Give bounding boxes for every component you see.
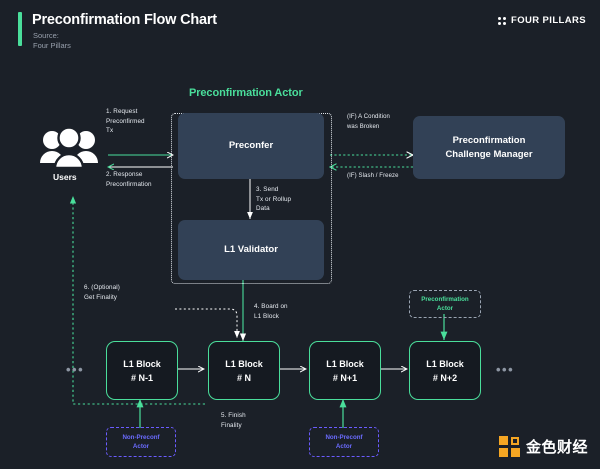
tag-line2: Actor <box>436 305 454 312</box>
block-title: L1 Block <box>225 358 263 369</box>
ellipsis-right: ••• <box>496 362 515 377</box>
source-name: Four Pillars <box>33 40 71 50</box>
block-number: # N <box>236 372 251 383</box>
tag-line2: Actor <box>335 443 353 450</box>
people-group-icon <box>40 126 98 170</box>
node-preconfer[interactable]: Preconfer <box>178 113 324 179</box>
four-dots-icon <box>498 16 506 25</box>
block-number: # N-1 <box>130 372 153 383</box>
edge-label-if-slash: (IF) Slash / Freeze <box>347 173 399 179</box>
source-label: Source: <box>33 31 59 40</box>
brand-name: FOUR PILLARS <box>511 15 586 26</box>
tag-non-preconf-actor-2[interactable]: Non-Preconf Actor <box>309 427 379 457</box>
block-n-minus-1[interactable]: L1 Block # N-1 <box>106 341 178 400</box>
block-n-plus-1[interactable]: L1 Block # N+1 <box>309 341 381 400</box>
node-l1-validator[interactable]: L1 Validator <box>178 220 324 280</box>
tag-line1: Non-Preconf <box>122 434 160 441</box>
title-accent-bar <box>18 12 22 46</box>
tag-preconfirmation-actor[interactable]: Preconfirmation Actor <box>409 290 481 318</box>
tag-line1: Non-Preconf <box>325 434 363 441</box>
node-preconfer-label: Preconfer <box>228 140 274 151</box>
watermark-text: 金色财经 <box>525 438 588 456</box>
edge-label-step6: 6. (Optional) Get Finality <box>84 284 120 301</box>
block-title: L1 Block <box>326 358 364 369</box>
page-title: Preconfirmation Flow Chart <box>32 12 217 28</box>
tag-line1: Preconfirmation <box>421 296 469 303</box>
users-icon <box>38 126 100 177</box>
block-title: L1 Block <box>123 358 161 369</box>
edge-label-step4: 4. Board on L1 Block <box>254 303 288 320</box>
users-label: Users <box>53 172 77 182</box>
block-number: # N+1 <box>332 372 358 383</box>
node-challenge-manager[interactable]: Preconfirmation Challenge Manager <box>413 116 565 179</box>
block-n[interactable]: L1 Block # N <box>208 341 280 400</box>
brand-logo: FOUR PILLARS <box>498 15 586 26</box>
block-title: L1 Block <box>426 358 464 369</box>
challenge-manager-line1: Preconfirmation <box>452 134 526 146</box>
edge-label-step3: 3. Send Tx or Rollup Data <box>256 186 292 213</box>
edge-label-step2: 2. Response Preconfirmation <box>106 171 152 188</box>
block-n-plus-2[interactable]: L1 Block # N+2 <box>409 341 481 400</box>
block-number: # N+2 <box>432 372 458 383</box>
tag-non-preconf-actor-1[interactable]: Non-Preconf Actor <box>106 427 176 457</box>
jinse-logo-icon <box>498 436 520 457</box>
node-l1-validator-label: L1 Validator <box>224 244 278 255</box>
watermark: 金色财经 <box>498 436 588 457</box>
tag-line2: Actor <box>132 443 150 450</box>
challenge-manager-line2: Challenge Manager <box>445 148 533 160</box>
edge-label-step1: 1. Request Preconfirmed Tx <box>106 108 145 135</box>
source-block: Source: Four Pillars <box>33 31 71 50</box>
group-title: Preconfirmation Actor <box>189 87 303 99</box>
ellipsis-left: ••• <box>66 362 85 377</box>
edge-label-step5: 5. Finish Finality <box>221 412 246 429</box>
edge-label-if-condition: (IF) A Condition was Broken <box>347 114 390 130</box>
